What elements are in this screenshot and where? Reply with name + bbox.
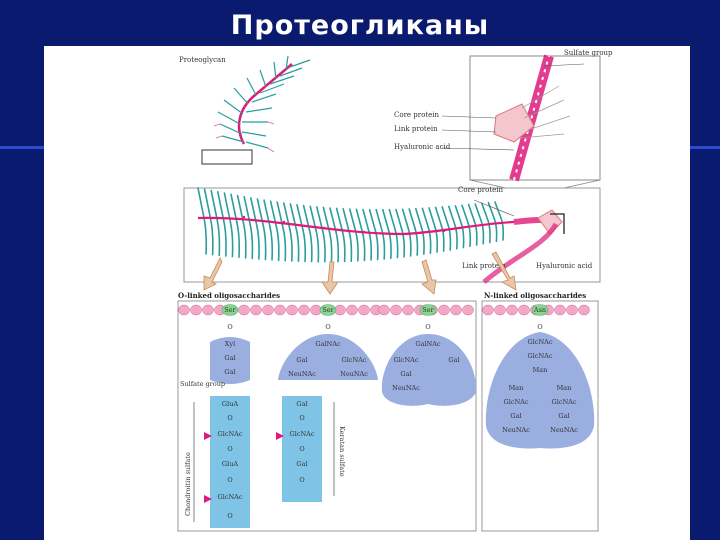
sugar-gal-1b: Gal — [224, 368, 235, 376]
o-linked-frame — [177, 300, 477, 532]
svg-text:Man: Man — [557, 384, 572, 392]
svg-text:O: O — [227, 512, 232, 520]
figure-panel: Proteoglycan — [44, 46, 690, 540]
svg-text:Man: Man — [509, 384, 524, 392]
n-linked-frame — [481, 300, 599, 532]
aa-label-2: Ser — [322, 306, 334, 314]
sugar-galnac-2: GalNAc — [315, 340, 341, 348]
svg-text:NeuNAc: NeuNAc — [502, 426, 530, 434]
column-keratan: Ser O GalNAc Gal NeuNAc GlcNAc NeuNAc Ga… — [276, 304, 378, 502]
svg-text:GlcNAc: GlcNAc — [552, 398, 577, 406]
svg-text:GlcNAc: GlcNAc — [394, 356, 419, 364]
svg-text:NeuNAc: NeuNAc — [392, 384, 420, 392]
svg-text:O: O — [227, 445, 232, 453]
svg-text:O: O — [299, 445, 304, 453]
label-hyaluronic-acid-mid: Hyaluronic acid — [536, 262, 593, 270]
inset-core-protein — [493, 103, 535, 143]
svg-text:Gal: Gal — [510, 412, 521, 420]
svg-text:O: O — [299, 476, 304, 484]
label-proteoglycan: Proteoglycan — [179, 56, 226, 64]
amino-acid-ser-2 — [319, 304, 337, 316]
core-protein-detail: Core protein Link protein Hyaluronic aci… — [183, 186, 601, 284]
aa-label-1: Ser — [224, 306, 236, 314]
svg-text:GlcNAc: GlcNAc — [528, 338, 553, 346]
svg-text:Gal: Gal — [400, 370, 411, 378]
svg-text:Gal: Gal — [558, 412, 569, 420]
chain1-glcnac-b: GlcNAc — [218, 493, 243, 501]
label-core-protein-mid: Core protein — [458, 186, 504, 194]
middle-frame — [183, 187, 601, 283]
label-chondroitin: Chondroitin sulfate — [184, 452, 192, 516]
svg-text:NeuNAc: NeuNAc — [340, 370, 368, 378]
svg-text:O: O — [227, 414, 232, 422]
middle-sulfates — [242, 215, 446, 236]
label-sulfate-group: Sulfate group — [564, 49, 613, 57]
svg-text:NeuNAc: NeuNAc — [288, 370, 316, 378]
svg-text:GalNAc: GalNAc — [415, 340, 441, 348]
svg-text:O: O — [299, 414, 304, 422]
svg-text:GlcNAc: GlcNAc — [528, 352, 553, 360]
label-hyaluronic-acid-top: Hyaluronic acid — [394, 143, 451, 151]
chain1-gluA-b: GluA — [222, 460, 238, 468]
oligosaccharides-panel: O-linked oligosaccharides N-linked oligo… — [177, 291, 599, 532]
chain-box-2 — [282, 396, 322, 502]
transition-arrows — [203, 251, 517, 295]
svg-text:Gal: Gal — [448, 356, 459, 364]
overview-gag-chains — [217, 55, 311, 149]
label-keratan: Keratan sulfate — [338, 426, 346, 477]
chain1-glcnac-a: GlcNAc — [218, 430, 243, 438]
overview-zoom-box — [201, 149, 253, 165]
column-mucin: Ser O GalNAc GlcNAc Gal NeuNAc Gal — [381, 304, 477, 406]
svg-text:GlcNAc: GlcNAc — [290, 430, 315, 438]
label-n-linked: N-linked oligosaccharides — [484, 291, 586, 300]
svg-text:Gal: Gal — [296, 400, 307, 408]
svg-text:Gal: Gal — [296, 356, 307, 364]
svg-text:GlcNAc: GlcNAc — [342, 356, 367, 364]
label-link-protein-mid: Link protein — [462, 262, 506, 270]
amino-acid-asn — [531, 304, 549, 316]
label-sulfate-bottom: Sulfate group — [180, 380, 225, 388]
chain1-gluA-a: GluA — [222, 400, 238, 408]
middle-core-protein — [197, 216, 515, 236]
svg-text:Man: Man — [533, 366, 548, 374]
svg-text:NeuNAc: NeuNAc — [550, 426, 578, 434]
svg-text:Gal: Gal — [296, 460, 307, 468]
sulfate-marker-1 — [204, 432, 212, 440]
label-o-linked: O-linked oligosaccharides — [178, 291, 280, 300]
linker-o-1: O — [227, 323, 232, 331]
column-n-linked: Asn O GlcNAc GlcNAc Man Man GlcNAc Gal N… — [485, 304, 595, 449]
chain-box-1 — [210, 396, 250, 528]
slide-title: Протеогликаны — [230, 10, 490, 41]
svg-text:O: O — [425, 323, 430, 331]
svg-text:O: O — [227, 476, 232, 484]
middle-hyaluronic-acid — [482, 222, 559, 284]
blob-2 — [278, 334, 378, 380]
blob-1 — [210, 337, 250, 384]
sulfate-marker-3 — [276, 432, 284, 440]
proteoglycan-figure: Proteoglycan — [177, 49, 613, 532]
sulfate-marker-2 — [204, 495, 212, 503]
amino-acid-ser-3 — [419, 304, 437, 316]
amino-acid-ser-1 — [221, 304, 239, 316]
svg-text:GlcNAc: GlcNAc — [504, 398, 529, 406]
overview-core-protein — [237, 63, 293, 145]
sugar-gal-1a: Gal — [224, 354, 235, 362]
sugar-xyl: Xyl — [225, 340, 235, 348]
label-link-protein-top: Link protein — [394, 125, 438, 133]
aa-label-4: Asn — [533, 306, 546, 314]
proteoglycan-overview: Proteoglycan — [179, 49, 613, 189]
svg-text:O: O — [537, 323, 542, 331]
column-chondroitin: Ser O Xyl Gal Gal Sulfate group GluA O G… — [180, 304, 250, 528]
label-core-protein-top: Core protein — [394, 111, 440, 119]
aa-label-3: Ser — [422, 306, 434, 314]
peptide-beads — [178, 304, 590, 316]
svg-text:O: O — [325, 323, 330, 331]
blob-3 — [381, 334, 477, 406]
blob-4 — [485, 332, 595, 449]
